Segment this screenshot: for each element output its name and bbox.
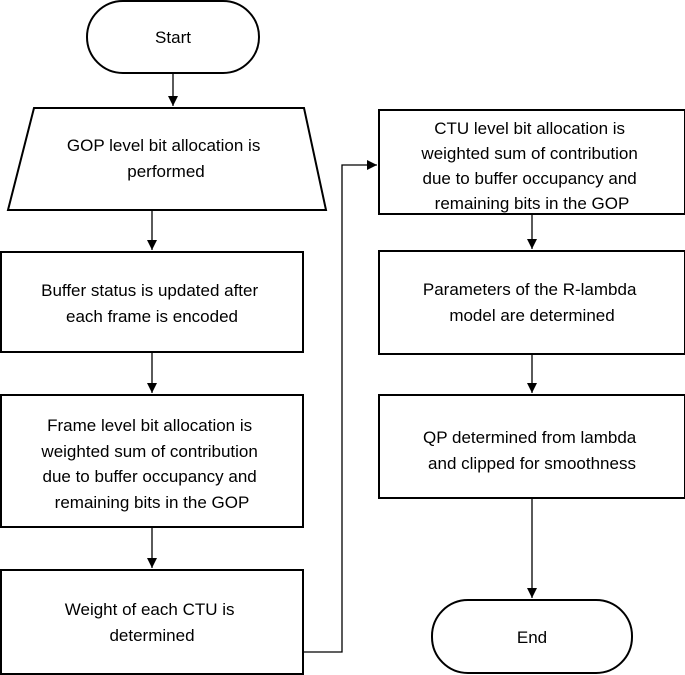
label-line: remaining bits in the GOP bbox=[55, 493, 250, 512]
io-shape bbox=[6, 107, 328, 211]
label-line: due to buffer occupancy and bbox=[423, 169, 637, 188]
process-shape bbox=[0, 569, 304, 675]
node-label: QP determined from lambda and clipped fo… bbox=[423, 428, 641, 473]
label-line: weighted sum of contribution bbox=[40, 442, 257, 461]
node-label: End bbox=[517, 628, 547, 647]
node-label: Weight of each CTU is determined bbox=[65, 600, 240, 645]
node-buffer: Buffer status is updated after each fram… bbox=[0, 251, 304, 353]
label-line: and clipped for smoothness bbox=[428, 454, 636, 473]
node-start: Start bbox=[86, 0, 260, 74]
node-end: End bbox=[431, 599, 633, 674]
node-label: Buffer status is updated after each fram… bbox=[41, 281, 263, 326]
label-line: due to buffer occupancy and bbox=[43, 467, 257, 486]
label-line: GOP level bit allocation is bbox=[67, 136, 260, 155]
label-line: Frame level bit allocation is bbox=[47, 416, 252, 435]
label-line: Start bbox=[155, 28, 191, 47]
process-shape bbox=[0, 394, 304, 528]
node-label: GOP level bit allocation is performed bbox=[67, 136, 265, 181]
node-weight: Weight of each CTU is determined bbox=[0, 569, 304, 675]
label-line: each frame is encoded bbox=[66, 307, 238, 326]
node-label: Frame level bit allocation is weighted s… bbox=[40, 416, 262, 512]
label-line: Parameters of the R-lambda bbox=[423, 280, 637, 299]
label-line: remaining bits in the GOP bbox=[435, 194, 630, 213]
node-label: Parameters of the R-lambda model are det… bbox=[423, 280, 641, 325]
terminator-shape bbox=[431, 599, 633, 674]
label-line: Weight of each CTU is bbox=[65, 600, 235, 619]
node-frame: Frame level bit allocation is weighted s… bbox=[0, 394, 304, 528]
connectors bbox=[147, 73, 537, 653]
label-line: weighted sum of contribution bbox=[420, 144, 637, 163]
node-ctu: CTU level bit allocation is weighted sum… bbox=[378, 109, 685, 215]
label-line: QP determined from lambda bbox=[423, 428, 637, 447]
process-shape bbox=[378, 109, 685, 215]
node-label: Start bbox=[155, 28, 191, 47]
label-line: End bbox=[517, 628, 547, 647]
label-line: performed bbox=[127, 162, 204, 181]
edge-weight-to-ctu bbox=[304, 160, 377, 653]
label-line: determined bbox=[109, 626, 194, 645]
process-shape bbox=[378, 394, 685, 499]
label-line: model are determined bbox=[449, 306, 614, 325]
terminator-shape bbox=[86, 0, 260, 74]
label-line: Buffer status is updated after bbox=[41, 281, 258, 300]
node-label: CTU level bit allocation is weighted sum… bbox=[420, 119, 642, 213]
label-line: CTU level bit allocation is bbox=[434, 119, 625, 138]
process-shape bbox=[0, 251, 304, 353]
node-params: Parameters of the R-lambda model are det… bbox=[378, 250, 685, 355]
node-gop: GOP level bit allocation is performed bbox=[6, 107, 328, 211]
process-shape bbox=[378, 250, 685, 355]
node-qp: QP determined from lambda and clipped fo… bbox=[378, 394, 685, 499]
